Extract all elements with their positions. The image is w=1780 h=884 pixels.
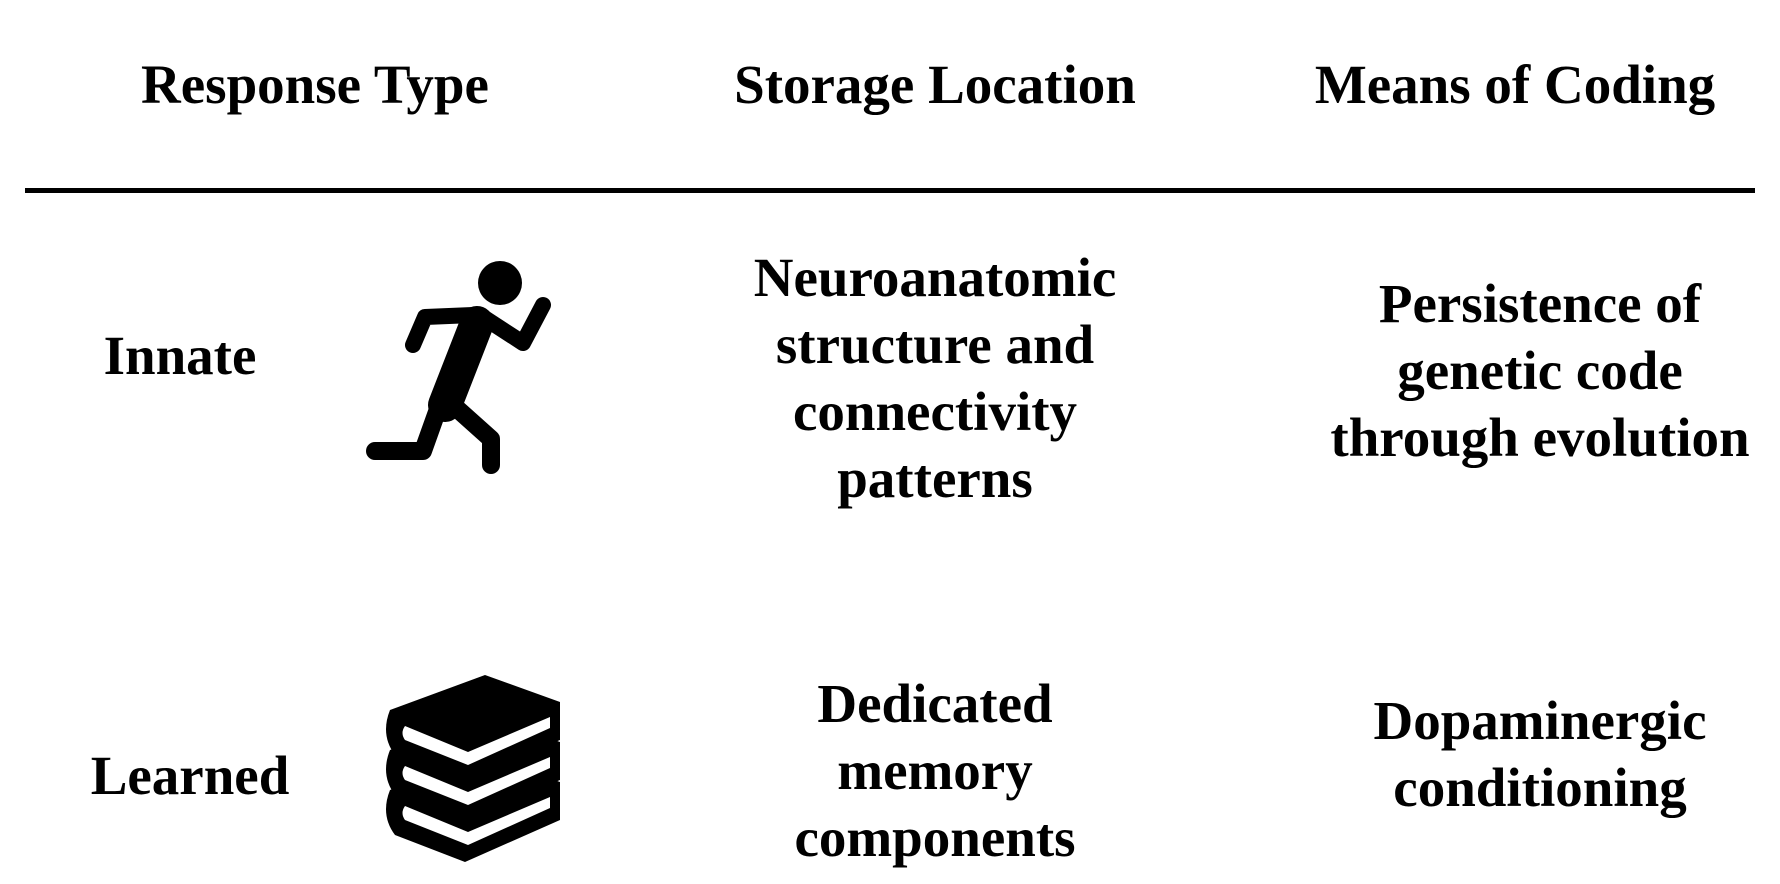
row-innate-means-of-coding: Persistence of genetic code through evol… [1300, 270, 1780, 471]
text-line: conditioning [1393, 757, 1687, 818]
header-divider [25, 188, 1755, 193]
row-learned-label: Learned [90, 745, 290, 806]
row-learned-storage-location: Dedicated memory components [700, 670, 1170, 871]
row-innate-storage-location: Neuroanatomic structure and connectivity… [700, 244, 1170, 512]
text-line: patterns [837, 448, 1033, 509]
header-means-of-coding: Means of Coding [1314, 54, 1716, 115]
text-line: components [794, 807, 1076, 868]
text-line: structure and [775, 314, 1095, 375]
text-line: connectivity [792, 381, 1078, 442]
book-stack-icon [386, 675, 560, 862]
text-line: Neuroanatomic [753, 247, 1117, 308]
text-line: Dopaminergic [1373, 690, 1707, 751]
header-storage-location: Storage Location [734, 54, 1136, 115]
text-line: through evolution [1330, 407, 1750, 468]
text-line: genetic code [1397, 340, 1683, 401]
running-person-icon [366, 261, 551, 474]
header-response-type: Response Type [141, 54, 489, 115]
row-innate-label: Innate [103, 325, 257, 386]
text-line: Persistence of [1378, 273, 1702, 334]
text-line: memory [837, 740, 1033, 801]
row-learned-means-of-coding: Dopaminergic conditioning [1300, 687, 1780, 821]
text-line: Dedicated [817, 673, 1053, 734]
